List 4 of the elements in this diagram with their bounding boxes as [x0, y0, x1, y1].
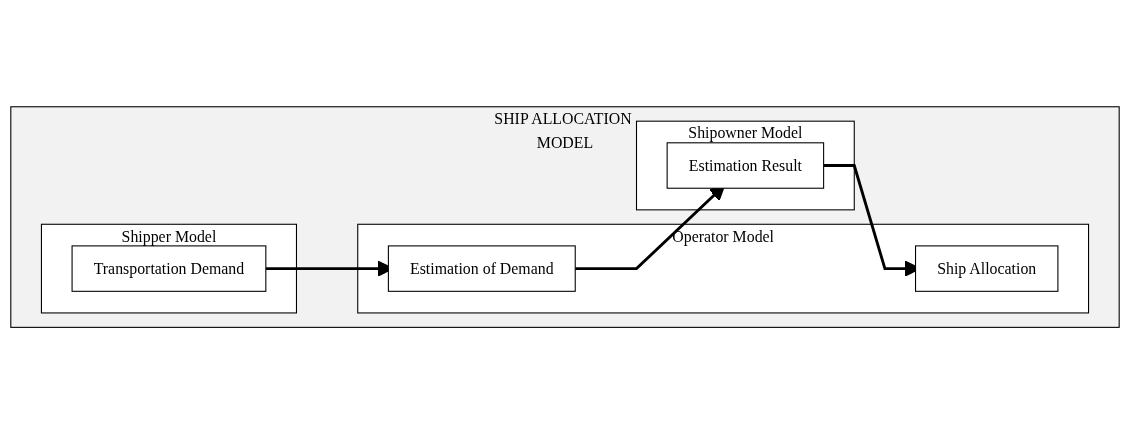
node-box: Transportation Demand: [71, 245, 266, 292]
node-box: Estimation of Demand: [387, 245, 576, 292]
node-box: Ship Allocation: [914, 245, 1058, 292]
node-box: Estimation Result: [666, 142, 824, 189]
